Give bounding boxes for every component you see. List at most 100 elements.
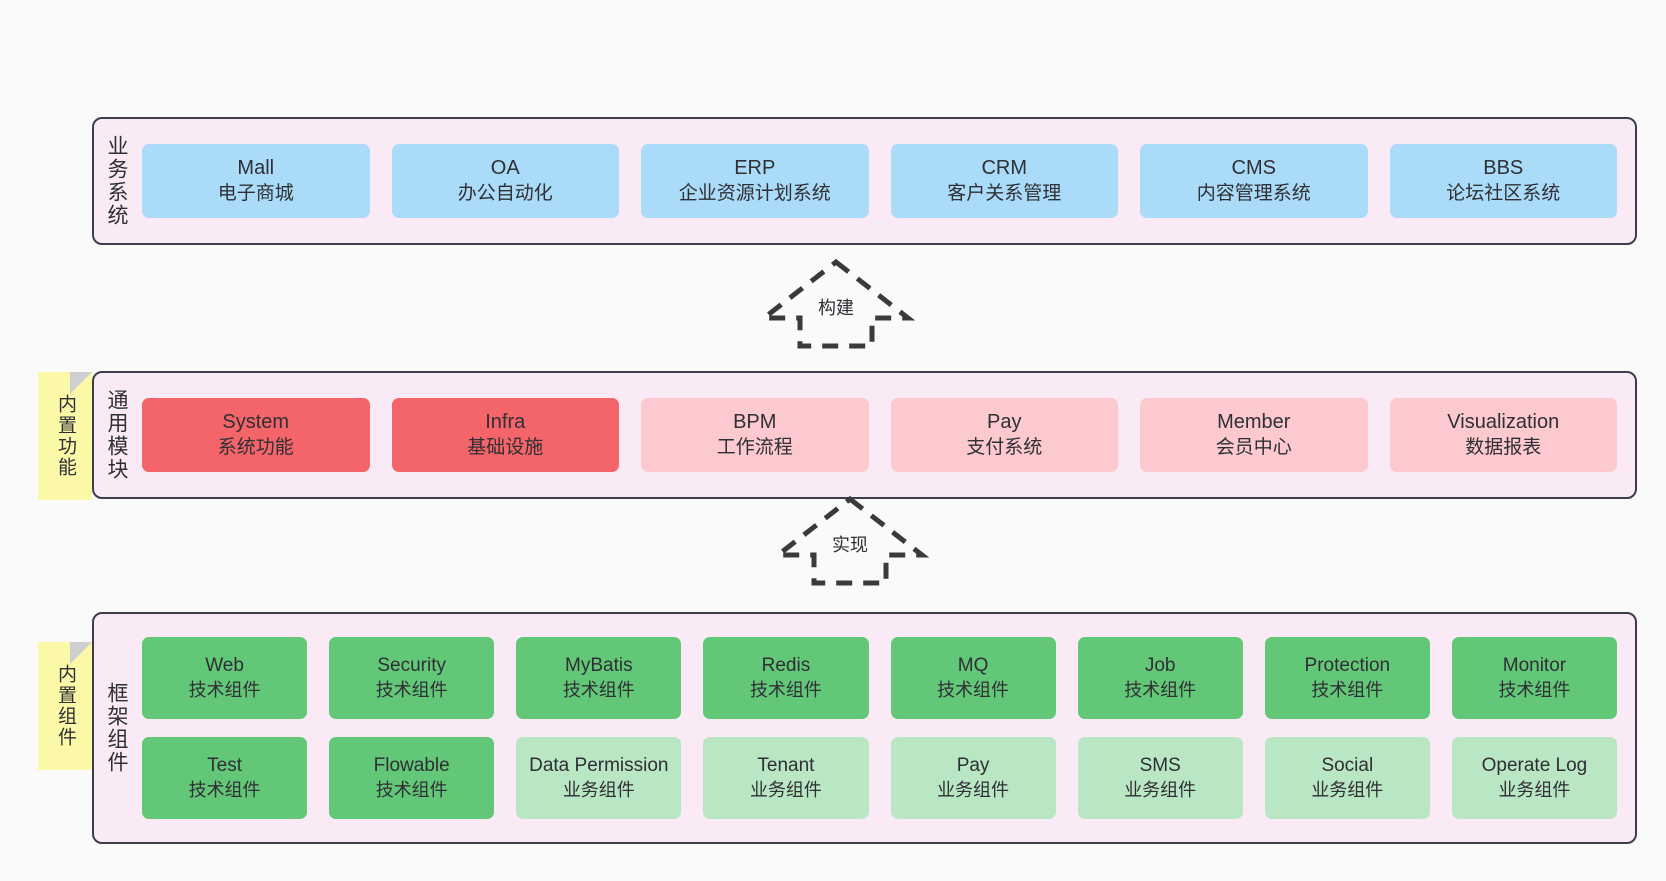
component-card-en: MQ [957, 655, 989, 677]
layer-body-modules: System 系统功能 Infra 基础设施 BPM 工作流程 Pay 支付系统… [138, 373, 1635, 497]
module-card-cn: 论坛社区系统 [1446, 182, 1561, 204]
component-card-redis[interactable]: Redis 技术组件 [703, 637, 869, 719]
component-card-protection[interactable]: Protection 技术组件 [1264, 637, 1430, 719]
module-card-en: Mall [237, 157, 275, 180]
component-card-mybatis[interactable]: MyBatis 技术组件 [516, 637, 682, 719]
module-card-oa[interactable]: OA 办公自动化 [391, 144, 619, 218]
module-card-cn: 会员中心 [1215, 436, 1292, 458]
component-card-cn: 技术组件 [375, 779, 448, 800]
component-card-cn: 技术组件 [749, 679, 822, 700]
component-card-job[interactable]: Job 技术组件 [1077, 637, 1243, 719]
module-card-cms[interactable]: CMS 内容管理系统 [1140, 144, 1368, 218]
component-card-flowable[interactable]: Flowable 技术组件 [329, 737, 495, 819]
module-card-cn: 工作流程 [716, 436, 793, 458]
module-card-en: Pay [987, 411, 1022, 434]
component-card-cn: 技术组件 [1311, 679, 1384, 700]
module-card-infra[interactable]: Infra 基础设施 [391, 398, 619, 472]
layer-framework-components: 框架组件 Web 技术组件 Security 技术组件 MyBatis 技术组件… [92, 612, 1637, 844]
module-card-en: ERP [734, 157, 776, 180]
component-card-en: Job [1144, 655, 1176, 677]
module-card-cn: 系统功能 [217, 436, 294, 458]
module-card-en: BPM [733, 411, 777, 434]
module-card-erp[interactable]: ERP 企业资源计划系统 [641, 144, 869, 218]
component-card-en: MyBatis [565, 655, 633, 677]
component-card-cn: 业务组件 [562, 779, 635, 800]
module-card-cn: 客户关系管理 [947, 182, 1062, 204]
component-card-en: Social [1321, 755, 1374, 777]
module-card-crm[interactable]: CRM 客户关系管理 [890, 144, 1118, 218]
note-builtin-component: 内置组件 [38, 642, 92, 770]
module-card-member[interactable]: Member 会员中心 [1140, 398, 1368, 472]
layer-title-modules: 通用模块 [105, 389, 129, 481]
module-card-en: CMS [1231, 157, 1276, 180]
component-card-tenant[interactable]: Tenant 业务组件 [703, 737, 869, 819]
component-card-security[interactable]: Security 技术组件 [329, 637, 495, 719]
component-card-data-permission[interactable]: Data Permission 业务组件 [516, 737, 682, 819]
component-card-en: SMS [1139, 755, 1181, 777]
module-card-en: Visualization [1447, 411, 1560, 434]
layer-body-business: Mall 电子商城 OA 办公自动化 ERP 企业资源计划系统 CRM 客户关系… [138, 119, 1635, 243]
component-card-cn: 技术组件 [375, 679, 448, 700]
component-card-cn: 技术组件 [562, 679, 635, 700]
note-builtin-function: 内置功能 [38, 372, 92, 500]
component-card-monitor[interactable]: Monitor 技术组件 [1451, 637, 1617, 719]
component-card-cn: 业务组件 [749, 779, 822, 800]
component-card-operate-log[interactable]: Operate Log 业务组件 [1451, 737, 1617, 819]
component-card-cn: 技术组件 [1498, 679, 1571, 700]
note-label: 内置功能 [54, 394, 76, 478]
component-card-en: Test [207, 755, 242, 777]
component-card-pay[interactable]: Pay 业务组件 [890, 737, 1056, 819]
component-card-cn: 技术组件 [937, 679, 1010, 700]
arrow-implement-shape [770, 495, 930, 586]
component-card-cn: 业务组件 [1311, 779, 1384, 800]
module-card-bbs[interactable]: BBS 论坛社区系统 [1389, 144, 1617, 218]
module-card-cn: 数据报表 [1465, 436, 1542, 458]
module-card-cn: 支付系统 [966, 436, 1043, 458]
arrow-implement-label: 实现 [830, 531, 870, 557]
module-card-cn: 企业资源计划系统 [678, 182, 831, 204]
component-card-en: Web [205, 655, 244, 677]
module-card-cn: 基础设施 [467, 436, 544, 458]
arrow-build-label: 构建 [816, 294, 856, 320]
component-card-en: Tenant [757, 755, 815, 777]
module-card-bpm[interactable]: BPM 工作流程 [641, 398, 869, 472]
module-card-en: Infra [485, 411, 526, 434]
module-card-cn: 办公自动化 [457, 182, 553, 204]
component-card-cn: 业务组件 [1498, 779, 1571, 800]
component-card-test[interactable]: Test 技术组件 [142, 737, 308, 819]
note-label: 内置组件 [54, 664, 76, 748]
layer-row: Web 技术组件 Security 技术组件 MyBatis 技术组件 Redi… [142, 637, 1617, 719]
module-card-en: Member [1217, 411, 1291, 434]
component-card-en: Data Permission [529, 755, 669, 777]
layer-row: Mall 电子商城 OA 办公自动化 ERP 企业资源计划系统 CRM 客户关系… [142, 144, 1617, 218]
component-card-en: Operate Log [1481, 755, 1588, 777]
component-card-en: Flowable [373, 755, 450, 777]
layer-row: System 系统功能 Infra 基础设施 BPM 工作流程 Pay 支付系统… [142, 398, 1617, 472]
layer-business-systems: 业务系统 Mall 电子商城 OA 办公自动化 ERP 企业资源计划系统 CRM… [92, 117, 1637, 245]
component-card-en: Pay [956, 755, 990, 777]
layer-body-framework: Web 技术组件 Security 技术组件 MyBatis 技术组件 Redi… [138, 614, 1635, 842]
module-card-en: CRM [981, 157, 1028, 180]
layer-row: Test 技术组件 Flowable 技术组件 Data Permission … [142, 737, 1617, 819]
arrow-build: 构建 [756, 258, 916, 349]
component-card-cn: 业务组件 [1124, 779, 1197, 800]
component-card-cn: 技术组件 [1124, 679, 1197, 700]
module-card-visualization[interactable]: Visualization 数据报表 [1389, 398, 1617, 472]
component-card-mq[interactable]: MQ 技术组件 [890, 637, 1056, 719]
module-card-pay[interactable]: Pay 支付系统 [890, 398, 1118, 472]
module-card-cn: 电子商城 [217, 182, 294, 204]
component-card-cn: 技术组件 [188, 779, 261, 800]
layer-title-framework: 框架组件 [105, 682, 129, 774]
module-card-en: System [222, 411, 290, 434]
layer-title-business: 业务系统 [105, 135, 129, 227]
component-card-sms[interactable]: SMS 业务组件 [1077, 737, 1243, 819]
module-card-mall[interactable]: Mall 电子商城 [142, 144, 370, 218]
module-card-system[interactable]: System 系统功能 [142, 398, 370, 472]
arrow-implement: 实现 [770, 495, 930, 586]
component-card-social[interactable]: Social 业务组件 [1264, 737, 1430, 819]
component-card-cn: 技术组件 [188, 679, 261, 700]
module-card-en: OA [490, 157, 520, 180]
component-card-web[interactable]: Web 技术组件 [142, 637, 308, 719]
module-card-cn: 内容管理系统 [1196, 182, 1311, 204]
